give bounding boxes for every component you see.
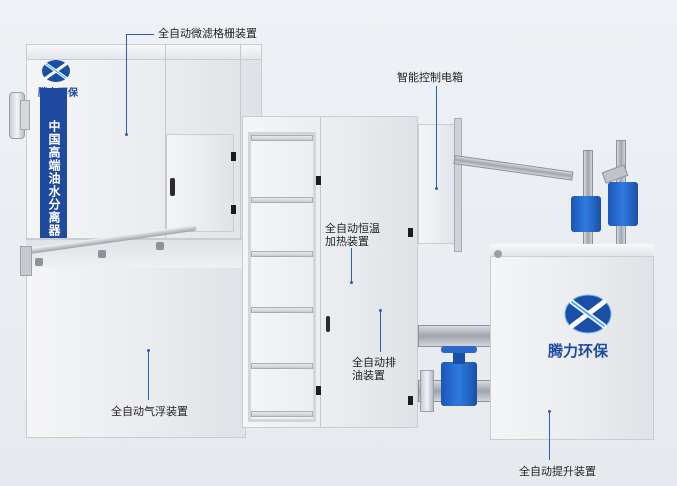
lower-valve [441,362,477,406]
control-box [418,124,458,244]
label-air-float: 全自动气浮装置 [111,405,188,418]
label-oil-drain-line2: 油装置 [352,369,385,382]
lift-tank [490,244,654,440]
label-oil-drain-line1: 全自动排 [352,356,396,369]
label-control-box: 智能控制电箱 [397,71,463,84]
product-banner [40,88,67,238]
check-valve-left [571,196,601,232]
filter-access-panel [166,134,234,232]
filter-handle [170,178,175,196]
check-valve-right [608,182,638,226]
brand-large: 腾力环保 [548,342,609,360]
heater-cabinet [242,116,418,428]
upper-pipe [453,155,574,181]
ladder-frame [248,132,316,422]
air-float-tank [26,239,246,438]
label-lift: 全自动提升装置 [519,465,596,478]
middle-pipe [418,325,494,347]
label-heater-line2: 加热装置 [325,235,369,248]
brand-small: 腾力环保 [38,88,78,99]
logo-icon [40,58,72,84]
logo-icon [563,292,613,336]
label-filter: 全自动微滤格栅装置 [158,27,257,40]
filter-tank-top [26,44,262,60]
product-banner-text: 中国高端油水分离器 [47,120,61,237]
label-heater-line1: 全自动恒温 [325,222,380,235]
cabinet-handle [326,316,330,332]
valve-handwheel [441,346,477,353]
